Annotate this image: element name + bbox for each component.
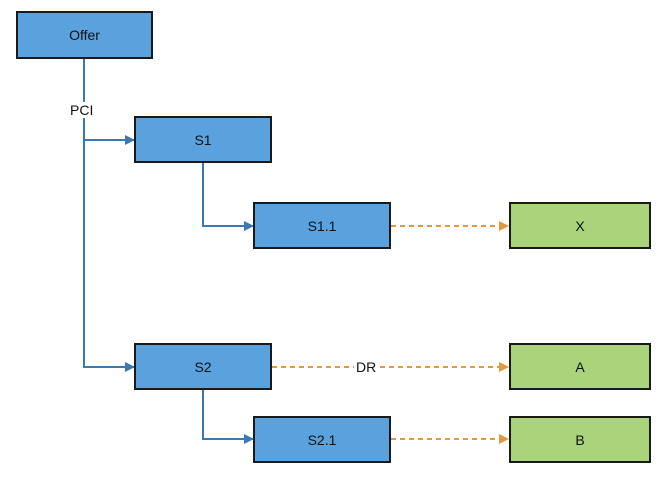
node-s2[interactable]: S2: [134, 343, 272, 390]
node-s1-1[interactable]: S1.1: [253, 202, 391, 249]
node-s2-label: S2: [194, 358, 212, 375]
node-s1-1-label: S1.1: [307, 217, 337, 234]
edge-label-dr: DR: [354, 359, 379, 375]
node-b[interactable]: B: [509, 416, 651, 463]
node-a-label: A: [575, 358, 585, 375]
node-offer[interactable]: Offer: [16, 11, 153, 59]
node-s2-1[interactable]: S2.1: [253, 416, 391, 463]
connector-s1-to-s1-1: [202, 162, 254, 231]
node-b-label: B: [575, 431, 585, 448]
edge-label-pci: PCI: [68, 102, 96, 118]
connector-offer-to-s2: [83, 140, 135, 372]
connector-s2-to-s2-1: [202, 389, 254, 444]
node-x[interactable]: X: [509, 202, 651, 249]
node-offer-label: Offer: [69, 27, 100, 43]
node-a[interactable]: A: [509, 343, 651, 390]
node-s1-label: S1: [194, 131, 212, 148]
node-s1[interactable]: S1: [134, 116, 272, 163]
connector-offer-to-s1: [83, 59, 135, 145]
node-x-label: X: [575, 217, 585, 234]
node-s2-1-label: S2.1: [307, 431, 337, 448]
